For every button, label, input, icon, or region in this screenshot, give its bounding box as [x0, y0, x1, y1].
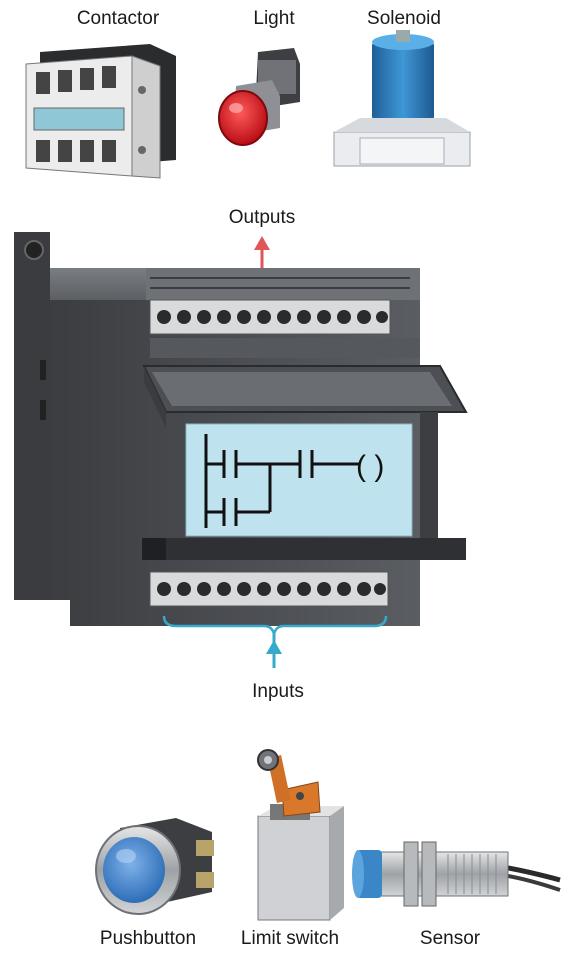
coil-symbol: ( )	[356, 450, 384, 483]
plc-icon	[14, 232, 468, 626]
solenoid-label: Solenoid	[367, 8, 441, 29]
pilot-light-icon	[218, 48, 300, 146]
contactor-icon	[25, 44, 176, 179]
proximity-sensor-icon	[352, 841, 561, 907]
inputs-heading: Inputs	[252, 681, 304, 702]
limit-switch-icon	[257, 749, 344, 921]
sensor-label: Sensor	[419, 928, 481, 949]
solenoid-valve-icon	[333, 30, 471, 167]
outputs-heading: Outputs	[228, 207, 296, 228]
light-label: Light	[253, 8, 295, 29]
contactor-label: Contactor	[76, 8, 160, 29]
ladder-logic-icon	[204, 434, 360, 528]
input-arrow	[162, 615, 388, 668]
limit-switch-label: Limit switch	[240, 928, 340, 949]
pushbutton-icon	[95, 818, 214, 915]
pushbutton-label: Pushbutton	[99, 928, 197, 949]
